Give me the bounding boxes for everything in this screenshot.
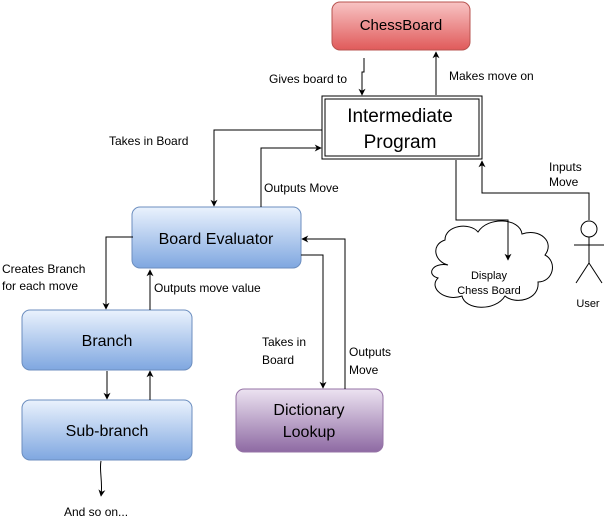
chessboard-label: ChessBoard (360, 17, 443, 34)
edge-evaluator-to-dictionary (301, 254, 327, 389)
label-takes-in-board-line2: Board (262, 353, 294, 367)
intermediate-program-node: Intermediate Program (321, 95, 483, 160)
dictionary-lookup-node: Dictionary Lookup (235, 388, 384, 453)
label-inputs-move-line1: Inputs (549, 160, 582, 174)
label-takes-in-board-top: Takes in Board (109, 134, 188, 148)
user-actor: User (574, 220, 604, 310)
edge-dictionary-to-evaluator (301, 235, 346, 389)
chessboard-node: ChessBoard (331, 1, 471, 51)
sub-branch-label: Sub-branch (66, 423, 149, 440)
label-outputs-move-value: Outputs move value (154, 281, 261, 295)
label-makes-move-on: Makes move on (449, 69, 534, 83)
edge-chessboard-to-intermediate (358, 58, 366, 96)
display-chess-board-cloud: Display Chess Board (431, 220, 553, 308)
display-label-line1: Display (471, 270, 508, 282)
user-label: User (576, 298, 600, 310)
label-outputs-move-top: Outputs Move (264, 181, 339, 195)
label-and-so-on: And so on... (64, 505, 128, 519)
branch-node: Branch (21, 309, 193, 371)
intermediate-label-line2: Program (364, 132, 437, 153)
label-outputs-move-line2: Move (349, 363, 379, 377)
edge-evaluator-to-branch (102, 236, 133, 310)
label-inputs-move-line2: Move (549, 175, 579, 189)
edge-user-to-intermediate (478, 160, 590, 220)
board-evaluator-label: Board Evaluator (159, 231, 274, 248)
branch-label: Branch (82, 333, 133, 350)
dictionary-label-line1: Dictionary (273, 402, 344, 419)
sub-branch-node: Sub-branch (21, 399, 193, 461)
edge-intermediate-to-display (455, 160, 512, 261)
label-gives-board-to: Gives board to (269, 72, 347, 86)
board-evaluator-node: Board Evaluator (131, 206, 302, 269)
intermediate-label-line1: Intermediate (347, 106, 453, 127)
label-outputs-move-line1: Outputs (349, 345, 391, 359)
edge-intermediate-to-evaluator (210, 129, 322, 207)
label-takes-in-board-line1: Takes in (262, 335, 306, 349)
display-label-line2: Chess Board (457, 285, 521, 297)
edge-evaluator-to-intermediate (260, 144, 322, 207)
edge-subbranch-to-and-so-on (98, 460, 106, 497)
label-creates-branch-line1: Creates Branch (2, 262, 85, 276)
label-creates-branch-line2: for each move (2, 279, 78, 293)
dictionary-label-line2: Lookup (283, 424, 336, 441)
